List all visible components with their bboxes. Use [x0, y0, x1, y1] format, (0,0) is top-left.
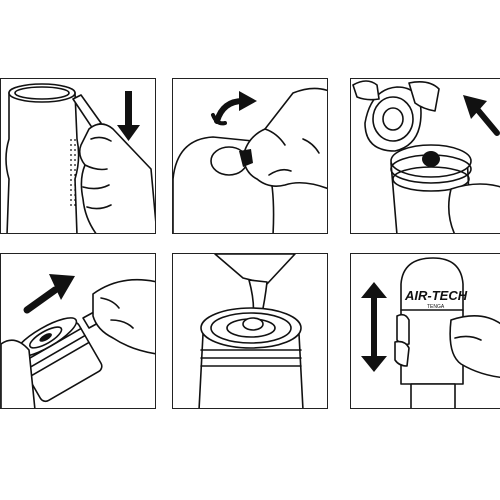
peel-seal-icon — [5, 83, 155, 233]
rotate-arrow-icon — [211, 91, 257, 126]
brand-subtitle: TENGA — [427, 304, 445, 310]
step-3-panel — [350, 78, 500, 234]
apply-lubricant-icon — [198, 254, 304, 408]
arrow-up-right-icon — [23, 274, 75, 314]
arrow-up-down-icon — [361, 282, 387, 372]
push-plug-icon — [1, 274, 155, 408]
step-6-panel: AIR-TECH TENGA — [350, 253, 500, 409]
use-device-icon: AIR-TECH TENGA — [361, 257, 500, 408]
step-2-panel — [172, 78, 328, 234]
brand-name: AIR-TECH — [404, 288, 468, 303]
step-4-panel — [0, 253, 156, 409]
twist-cap-icon — [173, 87, 327, 233]
arrow-down-icon — [117, 91, 140, 141]
arrow-up-left-icon — [463, 95, 500, 136]
remove-insert-icon — [352, 80, 500, 233]
step-5-panel — [172, 253, 328, 409]
step-1-panel — [0, 78, 156, 234]
